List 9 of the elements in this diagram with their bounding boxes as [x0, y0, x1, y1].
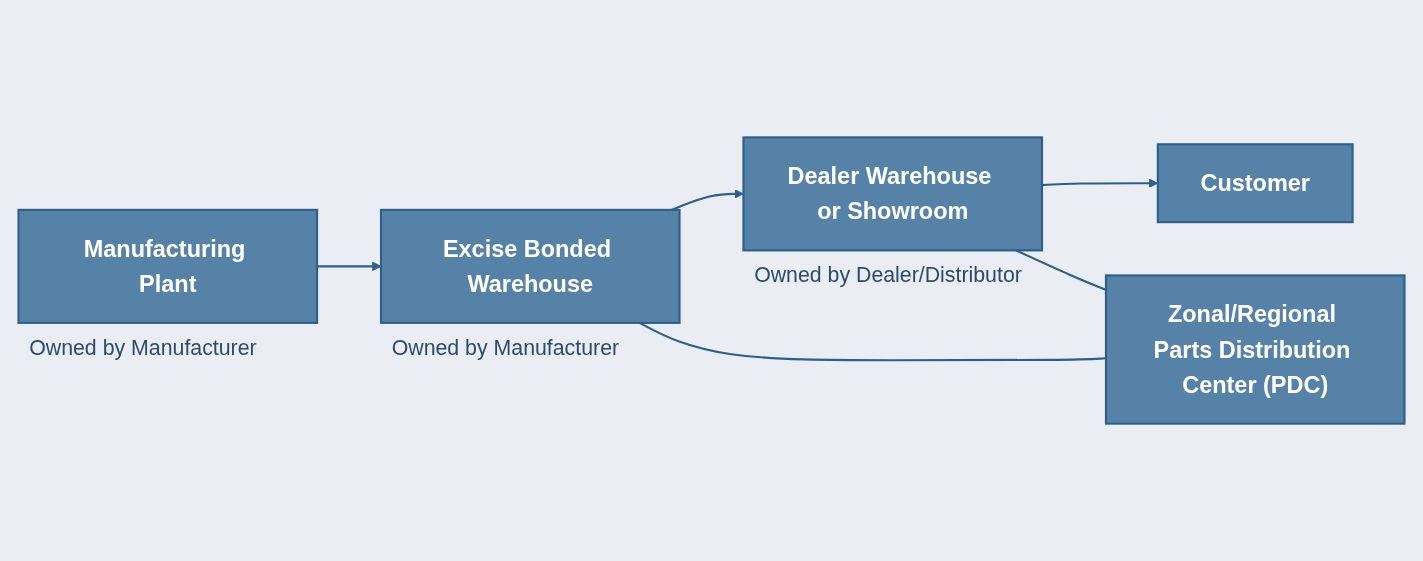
ownership-note: Owned by Manufacturer: [29, 335, 257, 360]
node-box: Dealer Warehouse or Showroom: [742, 136, 1044, 252]
ownership-note: Owned by Manufacturer: [391, 335, 620, 360]
ownership-note: Owned by Dealer/Distributor: [754, 263, 1022, 288]
arrow: [317, 261, 382, 272]
node-box: Customer: [1156, 143, 1354, 224]
node-box: Zonal/Regional Parts Distribution Center (PDC): [1104, 274, 1406, 425]
node-box: Excise Bonded Warehouse: [379, 208, 681, 324]
node-box: Manufacturing Plant: [17, 208, 319, 324]
